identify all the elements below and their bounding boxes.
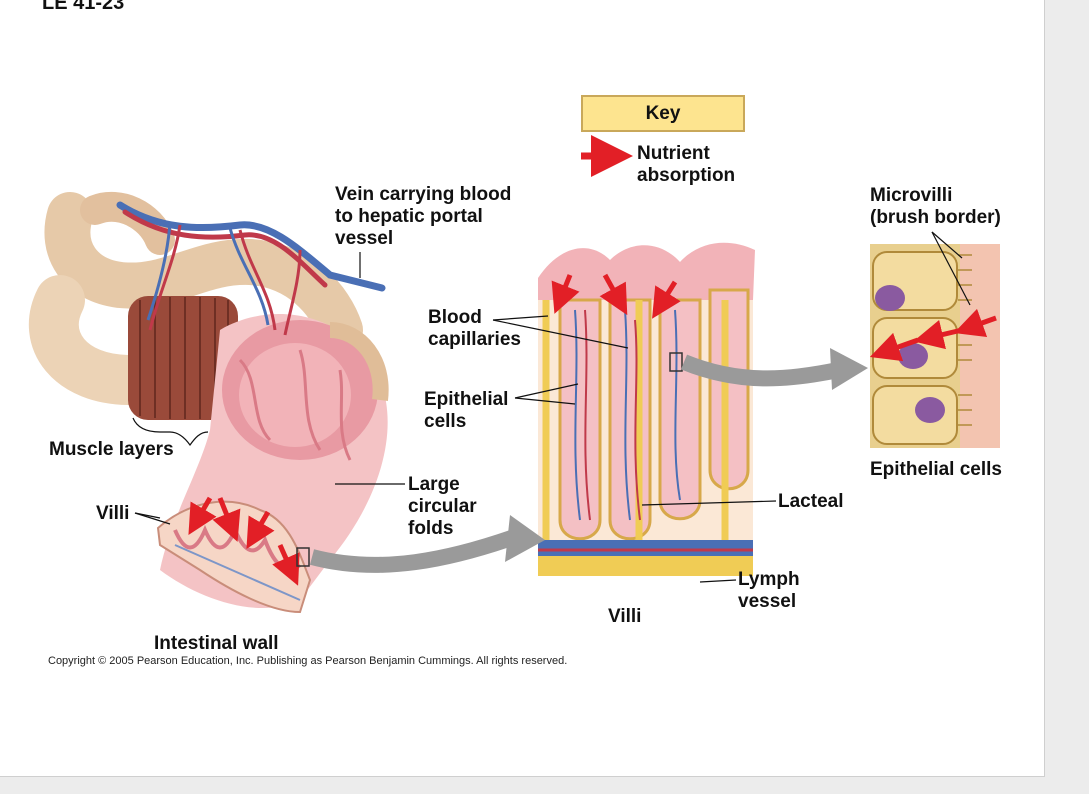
label-lymph-line1: Lymph xyxy=(738,569,800,590)
label-villi-left: Villi xyxy=(96,503,130,524)
label-lacteal: Lacteal xyxy=(778,491,844,512)
figure-title: LE 41-23 xyxy=(42,0,125,14)
label-vein-line2: to hepatic portal xyxy=(335,206,483,227)
label-epithelial-cells-right: Epithelial cells xyxy=(870,459,1002,480)
label-epithelial-line1: Epithelial xyxy=(424,389,509,410)
intestine-illustration xyxy=(28,191,389,614)
label-microvilli-line2: (brush border) xyxy=(870,207,1001,228)
zoom-pointer-arrowhead xyxy=(830,348,868,390)
label-muscle-layers: Muscle layers xyxy=(49,439,174,460)
label-blood-line2: capillaries xyxy=(428,329,521,350)
zoom-pointer-arrowhead xyxy=(505,515,545,562)
key-box: Key xyxy=(581,95,745,132)
label-epithelial-line2: cells xyxy=(424,411,467,432)
villi-illustration xyxy=(538,242,755,576)
label-large-line1: Large xyxy=(408,474,460,495)
copyright-notice: Copyright © 2005 Pearson Education, Inc.… xyxy=(48,655,568,667)
leader-lines xyxy=(132,231,971,583)
epithelial-cells-illustration xyxy=(869,244,1000,448)
key-nutrient-label-line2: absorption xyxy=(637,165,736,186)
label-large-line3: folds xyxy=(408,518,454,539)
key-nutrient-label-line1: Nutrient xyxy=(637,143,710,164)
label-villi-center: Villi xyxy=(608,606,642,627)
diagram-art xyxy=(28,135,1000,614)
label-vein-line3: vessel xyxy=(335,228,394,249)
label-vein-line1: Vein carrying blood xyxy=(335,184,512,205)
label-microvilli-line1: Microvilli xyxy=(870,185,953,206)
label-large-line2: circular xyxy=(408,496,477,517)
slide: LE 41-23 xyxy=(0,0,1045,777)
label-blood-line1: Blood xyxy=(428,307,482,328)
label-lymph-line2: vessel xyxy=(738,591,797,612)
label-intestinal-wall: Intestinal wall xyxy=(154,633,279,654)
